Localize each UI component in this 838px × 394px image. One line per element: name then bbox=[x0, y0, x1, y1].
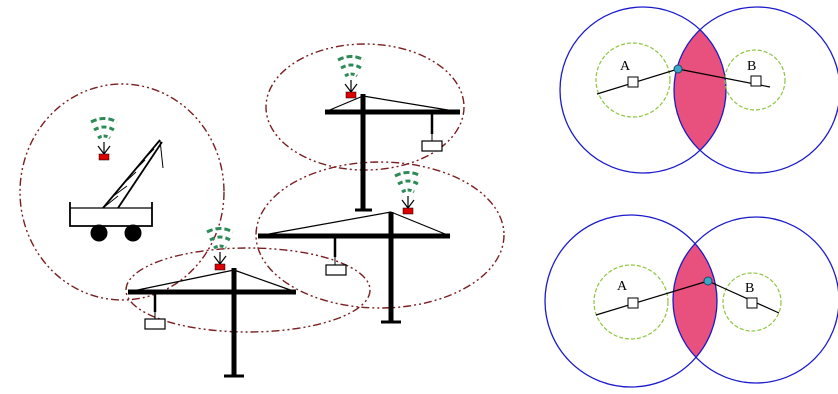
tower-crane-top bbox=[324, 55, 461, 212]
tower-crane-middle bbox=[257, 171, 451, 324]
overlap-region bbox=[674, 7, 726, 173]
coverage-mobile-crane bbox=[19, 83, 225, 301]
overlap-diagram-top: A B bbox=[559, 6, 838, 174]
range-circle-b bbox=[672, 216, 838, 384]
inner-circle-b bbox=[722, 272, 782, 332]
point-a-marker bbox=[627, 297, 639, 309]
overlap-diagram-bottom: A B bbox=[544, 214, 838, 388]
point-b-marker bbox=[750, 75, 762, 87]
label-a: A bbox=[617, 279, 628, 294]
label-a: A bbox=[620, 59, 631, 74]
inner-circle-a bbox=[595, 42, 671, 118]
label-b: B bbox=[745, 281, 754, 296]
inner-circle-a bbox=[593, 264, 669, 340]
point-b-marker bbox=[746, 297, 758, 309]
coverage-ellipses bbox=[19, 43, 505, 333]
coverage-crane-bottom bbox=[125, 247, 371, 333]
radio-transmitter-icon bbox=[89, 117, 119, 162]
collision-point bbox=[673, 64, 683, 74]
point-a-marker bbox=[627, 76, 639, 88]
construction-site bbox=[19, 43, 505, 378]
coverage-crane-middle bbox=[255, 161, 505, 309]
inner-circle-b bbox=[724, 49, 786, 111]
label-b: B bbox=[747, 59, 756, 74]
radio-transmitter-icon bbox=[336, 55, 366, 100]
radio-transmitter-icon bbox=[393, 171, 423, 216]
mobile-crane bbox=[69, 117, 164, 242]
range-circle-a bbox=[544, 214, 718, 388]
collision-point bbox=[703, 276, 713, 286]
range-circle-b bbox=[673, 6, 838, 174]
tower-crane-bottom bbox=[127, 227, 297, 378]
range-circle-a bbox=[559, 6, 727, 174]
